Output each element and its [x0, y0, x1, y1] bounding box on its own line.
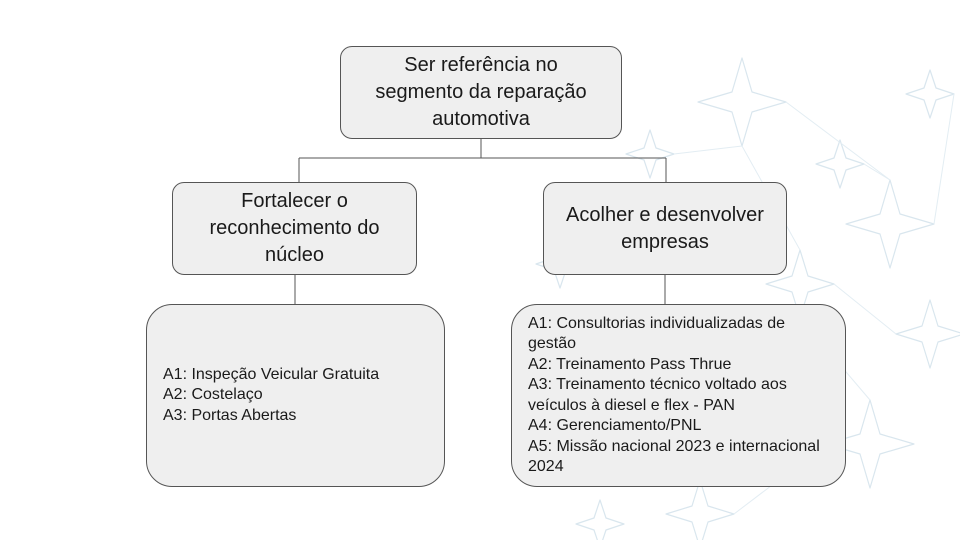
- root-goal-label: Ser referência no segmento da reparação …: [375, 54, 587, 130]
- actions-box-right: A1: Consultorias individualizadas de ges…: [511, 304, 846, 487]
- action-item: A4: Gerenciamento/PNL: [528, 417, 702, 434]
- action-item: A2: Treinamento Pass Thrue: [528, 355, 732, 373]
- objective-box-left: Fortalecer o reconhecimento do núcleo: [172, 182, 417, 275]
- objective-box-right: Acolher e desenvolver empresas: [543, 182, 787, 275]
- action-item: A1: Consultorias individualizadas de ges…: [528, 314, 786, 353]
- action-item: A1: Inspeção Veicular Gratuita: [163, 365, 380, 383]
- actions-list-right: A1: Consultorias individualizadas de ges…: [528, 314, 837, 478]
- action-item: A3: Portas Abertas: [163, 406, 297, 424]
- action-item: A3: Treinamento técnico voltado aos veíc…: [528, 376, 787, 414]
- root-goal-box: Ser referência no segmento da reparação …: [340, 46, 622, 139]
- action-item: A5: Missão nacional 2023 e internacional…: [528, 437, 820, 476]
- action-item: A2: Costelaço: [163, 386, 263, 404]
- objective-label-left: Fortalecer o reconhecimento do núcleo: [209, 190, 380, 266]
- actions-list-left: A1: Inspeção Veicular Gratuita A2: Coste…: [163, 365, 379, 427]
- actions-box-left: A1: Inspeção Veicular Gratuita A2: Coste…: [146, 304, 445, 487]
- objective-label-right: Acolher e desenvolver empresas: [566, 203, 764, 253]
